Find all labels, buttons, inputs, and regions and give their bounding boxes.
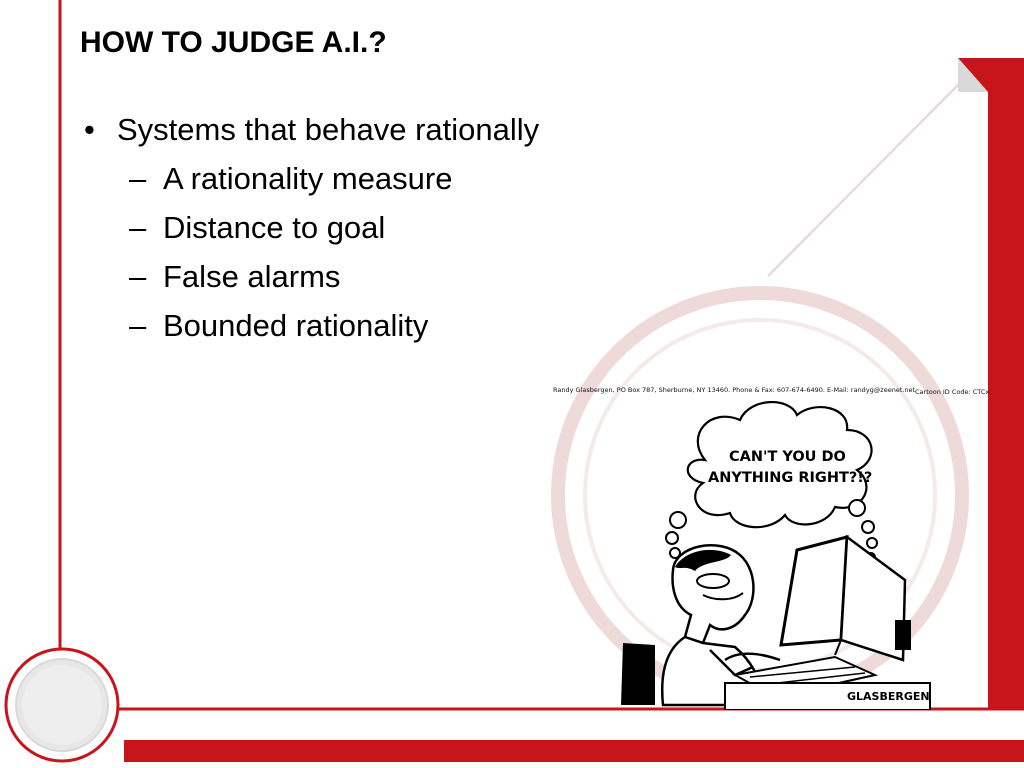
decor-bottom-bar: [124, 740, 1024, 762]
decor-diagonal: [767, 81, 962, 277]
sub-bullet-text: Distance to goal: [163, 210, 386, 245]
sub-bullet-marker: –: [129, 308, 147, 343]
bullet-item: • Systems that behave rationally: [80, 108, 539, 157]
thought-cloud: [686, 401, 873, 529]
cartoon-id: Cartoon ID Code: CTCxxx: [915, 388, 990, 396]
sub-bullet-marker: –: [129, 210, 147, 245]
bullet-marker: •: [84, 112, 95, 147]
slide-title: HOW TO JUDGE A.I.?: [80, 26, 387, 59]
sub-bullet-item: – Distance to goal: [80, 206, 539, 255]
bullet-text: Systems that behave rationally: [117, 112, 540, 147]
decor-circle-core: [22, 665, 102, 745]
thought-bubble-dot: [669, 511, 687, 529]
sub-bullet-text: False alarms: [163, 259, 341, 294]
cartoon-credit: Randy Glasbergen, PO Box 787, Sherburne,…: [553, 386, 916, 394]
thought-bubble-dot: [861, 520, 875, 534]
cartoon-signature: GLASBERGEN: [847, 690, 930, 703]
decor-right-bar: [958, 58, 1024, 708]
sub-bullet-marker: –: [129, 259, 147, 294]
sub-bullet-text: A rationality measure: [163, 161, 453, 196]
sub-bullet-item: – A rationality measure: [80, 157, 539, 206]
decor-fold: [958, 58, 988, 92]
thought-bubble-dot: [866, 537, 878, 549]
thought-bubble-dot: [848, 499, 866, 517]
sub-bullet-item: – Bounded rationality: [80, 304, 539, 353]
computer-monitor: [779, 534, 907, 662]
thought-line-1: CAN'T YOU DO: [729, 449, 846, 465]
keyboard: [724, 620, 931, 710]
sub-bullet-marker: –: [129, 161, 147, 196]
bullet-list: • Systems that behave rationally – A rat…: [80, 108, 539, 353]
thought-bubble-dot: [665, 531, 679, 545]
thought-line-2: ANYTHING RIGHT?!?: [708, 470, 872, 486]
sub-bullet-text: Bounded rationality: [163, 308, 429, 343]
sub-bullet-item: – False alarms: [80, 255, 539, 304]
thought-bubble-dot: [669, 547, 681, 559]
cartoon-image: Randy Glasbergen, PO Box 787, Sherburne,…: [553, 386, 990, 710]
